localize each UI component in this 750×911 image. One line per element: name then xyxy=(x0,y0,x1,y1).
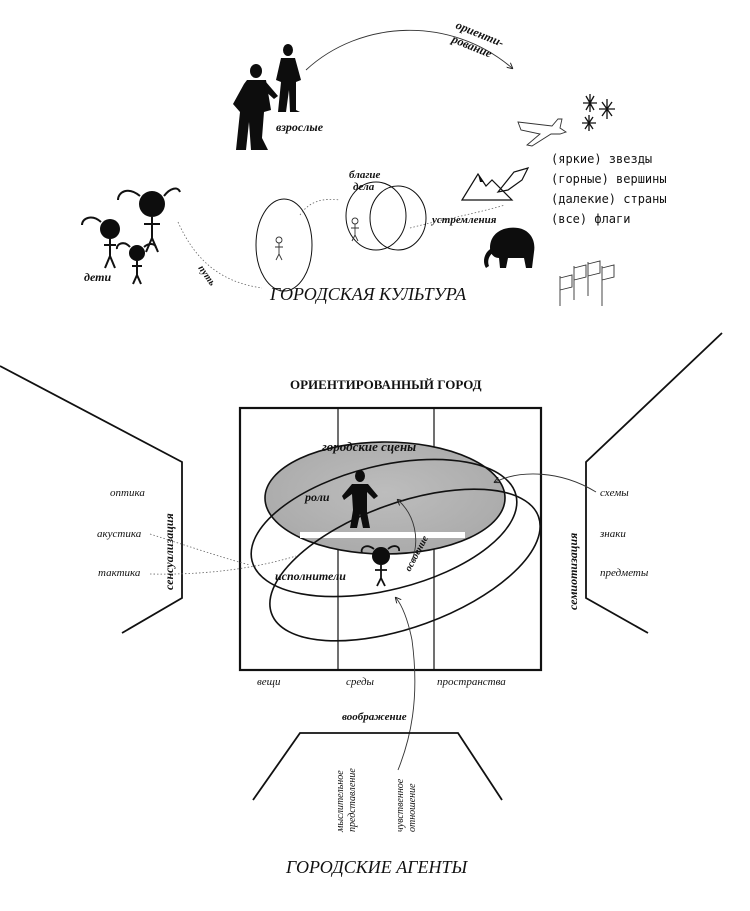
urban-scenes-label: городские сцены xyxy=(322,439,416,454)
sensualization-label: сенсуализация xyxy=(162,513,176,590)
left-connector-1 xyxy=(149,533,251,566)
path-label: путь xyxy=(196,263,218,288)
performers-ellipse xyxy=(269,488,541,642)
urban-agents-title: ГОРОДСКИЕ АГЕНТЫ xyxy=(285,857,468,877)
orientation-arrow xyxy=(305,29,512,71)
path-arrow xyxy=(177,221,263,289)
good-deeds-arrow-1 xyxy=(299,198,341,216)
elephant-icon xyxy=(484,227,535,268)
mountain-icon xyxy=(460,167,530,201)
good-deeds-ellipse-left xyxy=(255,198,313,292)
left-item: акустика xyxy=(97,528,142,540)
right-panel-outline xyxy=(585,332,723,634)
left-connector-2 xyxy=(149,555,297,575)
things-label: вещи xyxy=(257,676,281,688)
stick-figure-icon xyxy=(351,217,359,242)
roles-label: роли xyxy=(304,490,330,504)
aspirations-label: устремления xyxy=(430,214,497,226)
right-item: схемы xyxy=(600,487,629,499)
adults-label: взрослые xyxy=(276,120,324,134)
adult-figure-icon xyxy=(276,44,301,112)
adult-figure-icon xyxy=(342,470,378,528)
mental-representation-line2: представление xyxy=(347,768,358,832)
good-deeds-label-line2: дела xyxy=(353,181,375,193)
children-label: дети xyxy=(84,270,111,284)
right-item: предметы xyxy=(600,567,649,579)
semiotization-label: семиотизация xyxy=(566,533,580,610)
urban-culture-title: ГОРОДСКАЯ КУЛЬТУРА xyxy=(269,284,467,304)
sensual-relation-line2: отношение xyxy=(407,783,418,832)
left-panel-outline xyxy=(0,365,183,634)
right-item: знаки xyxy=(599,528,626,540)
good-deeds-ellipse-mid xyxy=(345,181,407,251)
stick-figure-icon xyxy=(275,236,283,261)
imagination-label: воображение xyxy=(342,711,407,723)
sensual-relation-line1: чувственное xyxy=(395,778,406,832)
bottom-panel-outline xyxy=(252,732,503,801)
star-icon xyxy=(582,115,596,131)
aspiration-item: (горные) вершины xyxy=(551,172,667,186)
performers-label: исполнители xyxy=(275,569,346,583)
child-figure-icon xyxy=(360,545,400,587)
aspiration-item: (все) флаги xyxy=(551,212,630,226)
star-icon xyxy=(583,94,597,112)
flags-icon xyxy=(559,260,615,306)
oriented-city-title: ОРИЕНТИРОВАННЫЙ ГОРОД xyxy=(290,377,482,392)
airplane-icon xyxy=(517,118,568,147)
mental-representation-line1: мыслительное xyxy=(335,770,346,833)
imagination-arrow xyxy=(396,598,416,771)
child-figure-icon xyxy=(117,187,181,253)
aspiration-item: (далекие) страны xyxy=(551,192,667,206)
child-figure-icon xyxy=(81,216,120,269)
aspiration-item: (яркие) звезды xyxy=(551,152,652,166)
left-item: тактика xyxy=(98,567,141,579)
mastering-arrow xyxy=(398,500,417,561)
aspirations-arrow xyxy=(409,204,506,229)
city-box xyxy=(238,406,543,672)
spaces-label: пространства xyxy=(437,676,506,688)
adult-figure-icon xyxy=(233,64,278,150)
star-icon xyxy=(599,99,615,119)
good-deeds-ellipse-right xyxy=(369,185,427,251)
child-figure-icon xyxy=(115,242,157,285)
good-deeds-label-line1: благие xyxy=(349,169,381,181)
environments-label: среды xyxy=(346,676,375,688)
right-connector xyxy=(495,473,597,493)
left-item: оптика xyxy=(110,487,145,499)
